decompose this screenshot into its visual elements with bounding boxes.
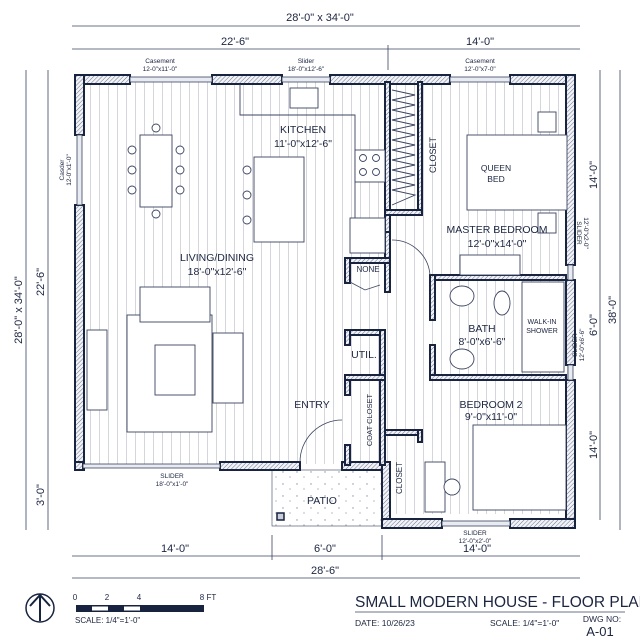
window-label: SLIDER bbox=[463, 530, 487, 537]
room-coat-closet: COAT CLOSET bbox=[365, 393, 374, 446]
window-label: SLIDER bbox=[160, 473, 184, 480]
window-size: 12-0"x1'-0" bbox=[66, 154, 73, 186]
dim-right-master: 14'-0" bbox=[588, 161, 600, 189]
dim-top-overall: 28'-0" x 34'-0" bbox=[286, 12, 354, 24]
room-bedroom2: BEDROOM 2 bbox=[459, 399, 522, 411]
sofa bbox=[139, 286, 211, 323]
window-master-slider bbox=[567, 264, 574, 281]
dim-right-bath: 6'-0" bbox=[588, 314, 600, 336]
room-master-closet: CLOSET bbox=[428, 136, 438, 173]
room-kitchen: KITCHEN bbox=[280, 124, 326, 136]
title-block: SMALL MODERN HOUSE - FLOOR PLAN DATE: 10… bbox=[355, 594, 640, 639]
bed-label: BED bbox=[487, 174, 504, 184]
dim-top-left: 22'-6" bbox=[221, 36, 249, 48]
tv-console bbox=[86, 329, 108, 411]
window-size: 12'-0"x6'-6" bbox=[579, 328, 586, 361]
dim-bottom-patio: 6'-0" bbox=[314, 543, 336, 555]
room-bath: BATH bbox=[468, 323, 495, 335]
room-none: NONE bbox=[356, 265, 379, 274]
window-size: 12-0"x11'-0" bbox=[143, 66, 178, 73]
sink-2 bbox=[449, 348, 475, 370]
window-size: 12'-0"x2'-0" bbox=[459, 538, 492, 545]
dim-left-main: 22'-6" bbox=[35, 268, 47, 296]
desk bbox=[424, 461, 446, 513]
window-label: Slider bbox=[298, 58, 315, 65]
north-arrow-icon bbox=[25, 593, 55, 623]
window-label: Casement bbox=[145, 58, 175, 65]
dim-bottom-right: 14'-0" bbox=[463, 543, 491, 555]
patio-post bbox=[276, 512, 285, 521]
window-size: 12'-0"x7-0" bbox=[464, 66, 496, 73]
room-bedroom2-size: 9'-0"x11'-0" bbox=[465, 411, 517, 423]
dim-top-right: 14'-0" bbox=[466, 36, 494, 48]
kitchen-sink bbox=[289, 87, 319, 109]
sofa-side bbox=[212, 332, 244, 404]
toilet bbox=[493, 290, 511, 316]
dimension-lines bbox=[25, 25, 621, 579]
dresser bbox=[459, 254, 521, 276]
room-living: LIVING/DINING bbox=[180, 252, 254, 264]
fridge bbox=[349, 217, 386, 254]
dining-table bbox=[139, 134, 173, 208]
shower-label: WALK-IN bbox=[528, 319, 557, 326]
room-kitchen-size: 11'-0"x12'-6" bbox=[274, 138, 332, 150]
windows bbox=[76, 76, 574, 527]
window-label: SLIDER bbox=[572, 333, 579, 357]
scale-tick: 2 bbox=[105, 593, 110, 602]
dim-bottom-left: 14'-0" bbox=[161, 543, 189, 555]
drawing-date: DATE: 10/26/23 bbox=[355, 618, 415, 628]
shower-label: SHOWER bbox=[526, 328, 558, 335]
sink-1 bbox=[449, 285, 475, 307]
window-label: Casder bbox=[59, 159, 66, 181]
queen-bed bbox=[466, 134, 568, 211]
window-label: SLIDER bbox=[575, 221, 582, 245]
walls bbox=[74, 74, 576, 529]
dim-left-patio: 3'-0" bbox=[35, 484, 47, 506]
desk-chair bbox=[443, 478, 461, 496]
room-living-size: 18'-0"x12'-6" bbox=[188, 266, 247, 278]
stove bbox=[354, 149, 386, 183]
closet-hangers bbox=[391, 89, 417, 206]
drawing-scale: SCALE: 1/4"=1'-0" bbox=[490, 618, 559, 628]
bed-2 bbox=[472, 424, 567, 511]
room-bath-size: 8'-0"x6'-6" bbox=[458, 336, 505, 348]
dim-bottom-overall: 28'-6" bbox=[311, 565, 339, 577]
room-util: UTIL. bbox=[351, 349, 377, 361]
room-master: MASTER BEDROOM bbox=[447, 224, 548, 236]
room-patio: PATIO bbox=[307, 495, 337, 507]
dwg-no-label: DWG NO: bbox=[583, 614, 621, 624]
window-label: Casement bbox=[465, 58, 495, 65]
kitchen-island bbox=[253, 156, 305, 243]
bed-label: QUEEN bbox=[481, 163, 511, 173]
shower bbox=[521, 281, 565, 373]
room-entry: ENTRY bbox=[294, 399, 329, 411]
window-size: 18'-0"x12'-6" bbox=[288, 66, 325, 73]
coffee-table bbox=[154, 344, 196, 396]
scale-label: SCALE: 1/4"=1'-0" bbox=[75, 616, 140, 625]
furniture bbox=[86, 84, 568, 513]
room-bedroom2-closet: CLOSET bbox=[395, 462, 404, 494]
patio-slab bbox=[271, 469, 383, 527]
room-master-size: 12'-0"x14'-0" bbox=[468, 238, 527, 250]
scale-tick: 4 bbox=[137, 593, 142, 602]
window-size: 18'-0"x1'-0" bbox=[156, 481, 189, 488]
dimension-labels: 28'-0" x 34'-0" 22'-6" 14'-0" 28'-0" x 3… bbox=[13, 12, 619, 577]
scale-tick: 0 bbox=[73, 593, 78, 602]
dim-left-overall: 28'-0" x 34'-0" bbox=[13, 276, 25, 344]
room-labels: KITCHEN 11'-0"x12'-6" LIVING/DINING 18'-… bbox=[180, 124, 558, 507]
dim-right-bedroom2: 14'-0" bbox=[588, 431, 600, 459]
dim-right-overall: 38'-0" bbox=[607, 296, 619, 324]
dwg-no: A-01 bbox=[586, 624, 613, 639]
scale-bar: 0 2 4 8 FT SCALE: 1/4"=1'-0" bbox=[73, 593, 217, 625]
drawing-title: SMALL MODERN HOUSE - FLOOR PLAN bbox=[355, 594, 640, 611]
scale-tick: 8 FT bbox=[200, 593, 217, 602]
window-labels: Casement 12-0"x11'-0" Slider 18'-0"x12'-… bbox=[59, 58, 589, 545]
window-size: 12'-0"x2-0" bbox=[582, 217, 589, 249]
